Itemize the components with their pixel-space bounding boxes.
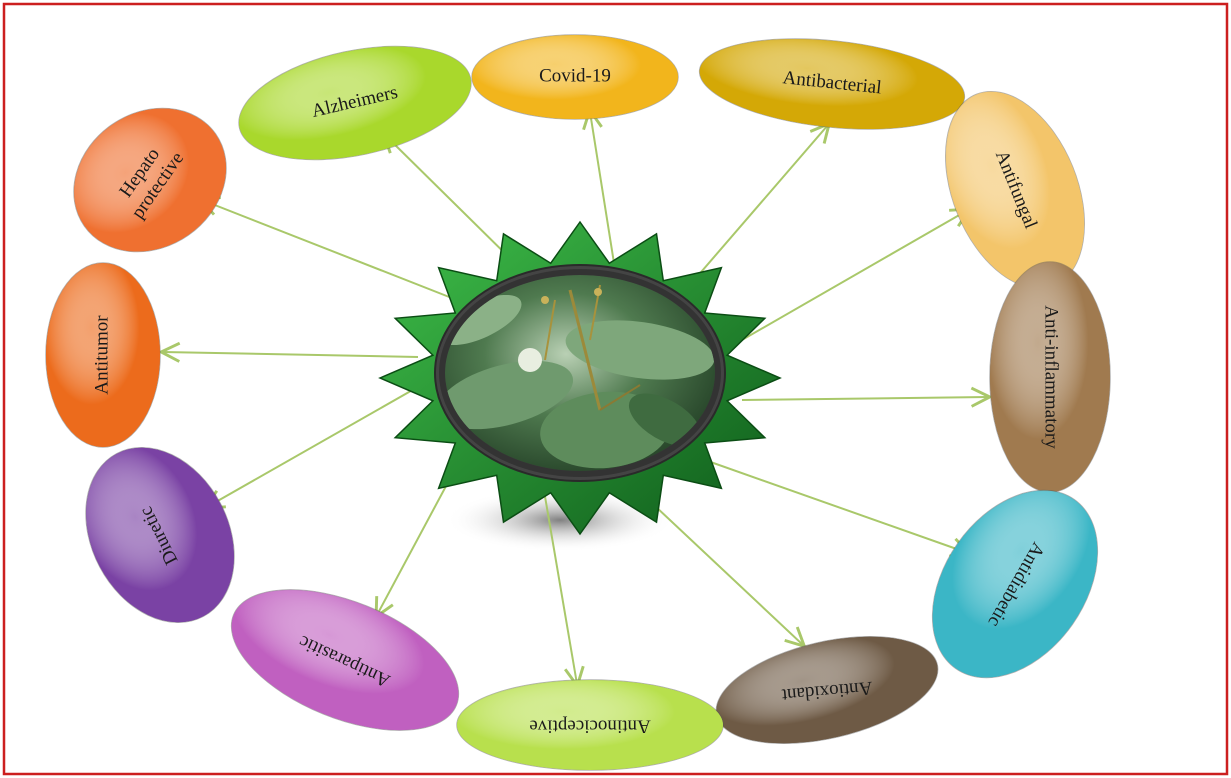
node-covid-label: Covid-19 bbox=[539, 65, 611, 86]
center-image bbox=[434, 264, 726, 482]
node-anti-inflammatory: Anti-inflammatory bbox=[989, 261, 1111, 493]
node-antidiabetic-gloss bbox=[932, 490, 1098, 678]
node-hepatoprotective: Hepatoprotective bbox=[73, 107, 227, 253]
node-antioxidant: Antioxidant bbox=[715, 636, 939, 744]
node-antifungal-gloss bbox=[945, 91, 1085, 289]
node-alzheimers-gloss bbox=[239, 46, 471, 160]
node-antifungal: Antifungal bbox=[945, 90, 1085, 290]
arrow-to-hepatoprotective bbox=[202, 200, 463, 303]
node-anti-inflammatory-label: Anti-inflammatory bbox=[1041, 305, 1062, 449]
node-antioxidant-gloss bbox=[716, 636, 938, 744]
node-antinociceptive-gloss bbox=[457, 680, 723, 770]
node-antinociceptive: Antinociceptive bbox=[456, 679, 724, 771]
node-antibacterial-gloss bbox=[699, 39, 965, 129]
node-antiparasitic-gloss bbox=[231, 589, 459, 731]
node-antiparasitic: Antiparasitic bbox=[230, 589, 460, 731]
node-anti-inflammatory-gloss bbox=[990, 262, 1110, 492]
node-diuretic: Diuretic bbox=[85, 446, 235, 624]
arrow-to-antifungal bbox=[734, 210, 968, 345]
arrow-to-diuretic bbox=[207, 387, 417, 507]
node-antibacterial: Antibacterial bbox=[698, 38, 966, 130]
arrow-to-antibacterial bbox=[682, 125, 828, 294]
node-antitumor-label: Antitumor bbox=[91, 315, 112, 395]
arrow-to-antitumor bbox=[163, 352, 419, 357]
node-antidiabetic: Antidiabetic bbox=[931, 489, 1099, 679]
arrow-to-anti-inflammatory bbox=[741, 397, 988, 400]
node-antinociceptive-label: Antinociceptive bbox=[529, 716, 650, 737]
arrow-to-covid bbox=[590, 112, 618, 283]
node-covid-gloss bbox=[472, 35, 678, 119]
arrow-to-antinociceptive bbox=[540, 472, 577, 684]
node-antitumor: Antitumor bbox=[45, 262, 161, 448]
arrow-to-antidiabetic bbox=[687, 453, 968, 553]
node-covid: Covid-19 bbox=[471, 34, 679, 120]
node-diuretic-gloss bbox=[86, 447, 234, 623]
activity-ovals: Covid-19 AntibacterialAntifungalAnti-infl… bbox=[45, 34, 1111, 771]
node-antitumor-gloss bbox=[46, 263, 160, 447]
node-hepatoprotective-gloss bbox=[74, 108, 226, 252]
node-alzheimers: Alzheimers bbox=[238, 45, 472, 161]
